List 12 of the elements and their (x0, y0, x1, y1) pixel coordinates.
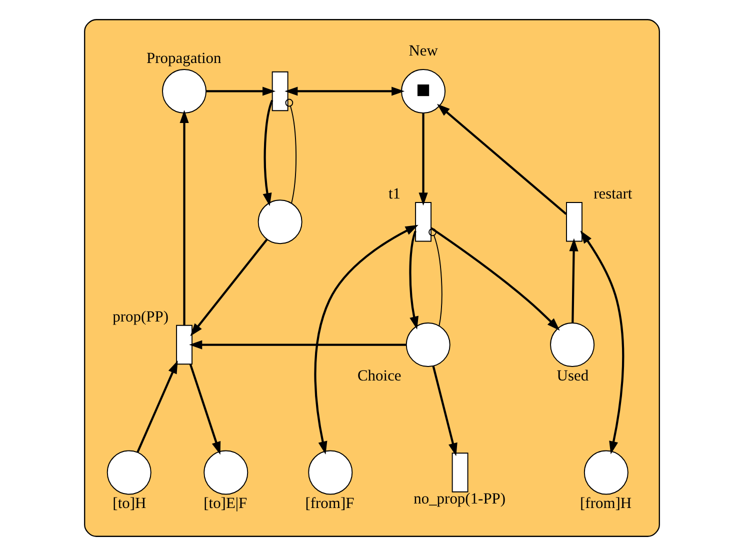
node-label: t1 (388, 185, 400, 202)
node-label: [from]H (580, 495, 632, 512)
node-label: [to]H (112, 495, 146, 512)
node-label: [to]E|F (204, 495, 248, 512)
node-label: New (408, 42, 438, 60)
node-label: Used (556, 367, 589, 384)
node-label: Choice (357, 367, 402, 384)
node-label: Propagation (146, 50, 222, 67)
node-label: prop(PP) (112, 308, 169, 326)
node-label: [from]F (305, 495, 354, 512)
node-label: restart (594, 185, 632, 202)
node-label: no_prop(1-PP) (414, 490, 506, 508)
